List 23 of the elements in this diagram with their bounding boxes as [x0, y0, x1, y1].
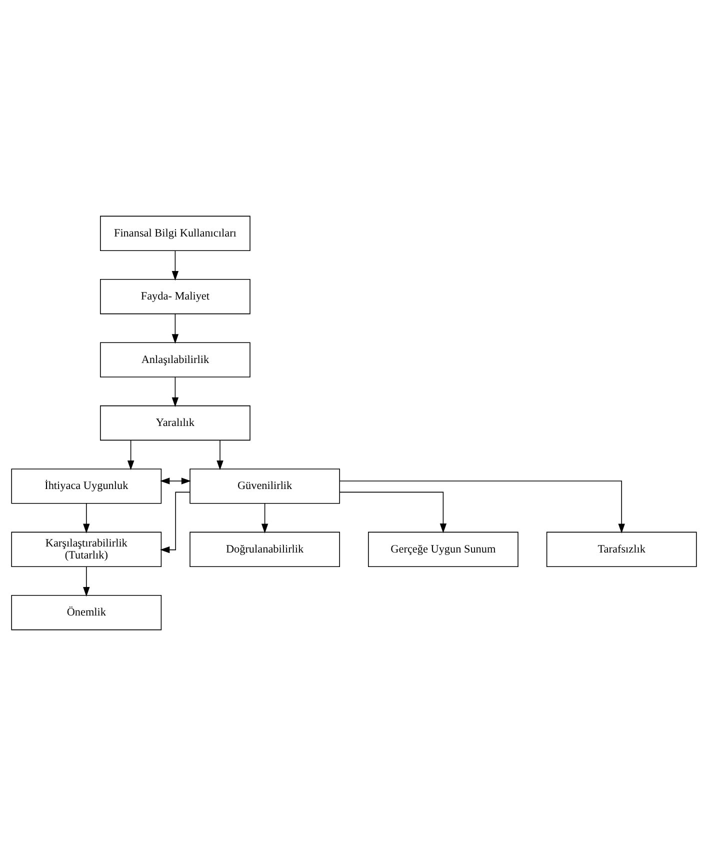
arrow [83, 566, 90, 597]
arrow [83, 503, 90, 534]
arrow [172, 313, 179, 344]
arrow [216, 440, 224, 470]
node-box: Yaralılık [100, 405, 250, 441]
arrow [160, 492, 190, 554]
arrow [339, 480, 625, 534]
arrow [172, 250, 179, 281]
node-box: Güvenilirlik [190, 468, 340, 504]
node-box: İhtiyaca Uygunluk [11, 468, 162, 504]
node-box: Finansal Bilgi Kullanıcıları [100, 216, 250, 251]
node-box: Tarafsızlık [546, 532, 697, 567]
arrow [261, 503, 268, 534]
node-box: Gerçeğe Uygun Sunum [368, 532, 518, 567]
node-box: Anlaşılabilirlik [100, 342, 250, 378]
node-box: Önemlik [11, 595, 162, 630]
arrow [172, 376, 179, 407]
arrow [339, 492, 447, 534]
node-box: Fayda- Maliyet [100, 279, 250, 314]
node-box: Karşılaştırabilirlik (Tutarlık) [11, 532, 162, 567]
node-box: Doğrulanabilirlik [190, 532, 340, 567]
arrow [160, 478, 192, 484]
arrow [127, 440, 134, 470]
